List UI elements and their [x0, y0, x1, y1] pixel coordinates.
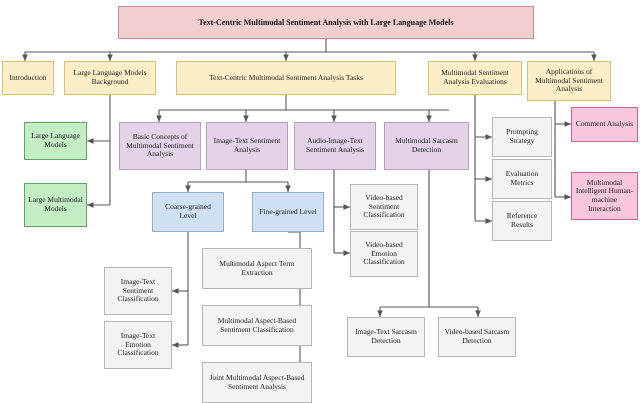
- node-joint-multimodal-aspect-based-sentiment-analysis-label: Joint Multimodal Aspect-Based Sentiment …: [209, 372, 305, 391]
- node-large-multimodal-models-label: Large Multimodal Models: [28, 195, 83, 213]
- node-msa-evaluations-label: Multimodal Sentiment Analysis Evaluation…: [441, 68, 509, 86]
- node-reference-results[interactable]: Reference Results: [492, 201, 552, 241]
- node-audio-image-text-sentiment-analysis[interactable]: Audio-Image-Text Sentiment Analysis: [294, 122, 376, 170]
- node-coarse-grained-level-label: Coarse-grained Level: [165, 202, 211, 220]
- node-video-based-sentiment-classification-label: Video-based Sentiment Classification: [363, 193, 405, 220]
- node-tcmsa-tasks-label: Text-Centric Multimodal Sentiment Analys…: [209, 72, 363, 82]
- node-multimodal-aspect-term-extraction[interactable]: Multimodal Aspect Term Extraction: [202, 248, 312, 289]
- node-video-based-sentiment-classification[interactable]: Video-based Sentiment Classification: [350, 184, 418, 230]
- node-large-multimodal-models[interactable]: Large Multimodal Models: [24, 183, 87, 227]
- node-image-text-sentiment-analysis[interactable]: Image-Text Sentiment Analysis: [206, 122, 288, 170]
- node-multimodal-sarcasm-detection[interactable]: Multimodal Sarcasm Detection: [384, 122, 469, 170]
- node-evaluation-metrics[interactable]: Evaluation Metrics: [492, 159, 552, 199]
- node-prompting-strategy[interactable]: Prompting Strategy: [492, 117, 552, 157]
- node-video-based-sarcasm-detection[interactable]: Video-based Sarcasm Detection: [438, 317, 516, 357]
- node-llm-background-label: Large Language Models Background: [73, 68, 147, 86]
- node-video-based-emotion-classification-label: Video-based Emotion Classification: [363, 240, 405, 267]
- node-multimodal-intelligent-human-machine-interaction[interactable]: Multimodal Intelligent Human-machine Int…: [571, 172, 638, 220]
- node-evaluation-metrics-label: Evaluation Metrics: [505, 169, 539, 187]
- node-image-text-emotion-classification-label: Image-Text Emotion Classification: [117, 331, 159, 358]
- node-reference-results-label: Reference Results: [506, 211, 538, 229]
- node-multimodal-aspect-based-sentiment-classification-label: Multimodal Aspect-Based Sentiment Classi…: [217, 315, 297, 334]
- node-video-based-emotion-classification[interactable]: Video-based Emotion Classification: [350, 231, 418, 277]
- node-msa-applications-label: Applications of Multimodal Sentiment Ana…: [535, 67, 603, 94]
- node-image-text-sentiment-analysis-label: Image-Text Sentiment Analysis: [213, 136, 281, 154]
- diagram-title-label: Text-Centric Multimodal Sentiment Analys…: [198, 17, 454, 27]
- node-audio-image-text-sentiment-analysis-label: Audio-Image-Text Sentiment Analysis: [305, 136, 365, 154]
- node-large-language-models[interactable]: Large Language Models: [24, 122, 87, 160]
- node-basic-concepts[interactable]: Basic Concepts of Multimodal Sentiment A…: [119, 122, 201, 170]
- node-introduction[interactable]: Introduction: [2, 61, 54, 95]
- node-comment-analysis[interactable]: Comment Analysis: [571, 107, 638, 142]
- node-image-text-sarcasm-detection-label: Image-Text Sarcasm Detection: [355, 327, 417, 345]
- node-image-text-sentiment-classification[interactable]: Image-Text Sentiment Classification: [104, 267, 172, 315]
- node-video-based-sarcasm-detection-label: Video-based Sarcasm Detection: [444, 327, 510, 345]
- node-multimodal-sarcasm-detection-label: Multimodal Sarcasm Detection: [395, 136, 458, 154]
- node-image-text-sarcasm-detection[interactable]: Image-Text Sarcasm Detection: [347, 317, 425, 357]
- node-fine-grained-level[interactable]: Fine-grained Level: [252, 192, 324, 232]
- node-image-text-sentiment-classification-label: Image-Text Sentiment Classification: [117, 277, 159, 304]
- node-multimodal-aspect-based-sentiment-classification[interactable]: Multimodal Aspect-Based Sentiment Classi…: [202, 305, 312, 346]
- node-fine-grained-level-label: Fine-grained Level: [259, 206, 317, 216]
- node-coarse-grained-level[interactable]: Coarse-grained Level: [152, 192, 224, 232]
- node-joint-multimodal-aspect-based-sentiment-analysis[interactable]: Joint Multimodal Aspect-Based Sentiment …: [202, 362, 312, 403]
- node-prompting-strategy-label: Prompting Strategy: [506, 127, 538, 145]
- node-image-text-emotion-classification[interactable]: Image-Text Emotion Classification: [104, 321, 172, 369]
- diagram-title-node: Text-Centric Multimodal Sentiment Analys…: [118, 6, 534, 39]
- node-multimodal-intelligent-human-machine-interaction-label: Multimodal Intelligent Human-machine Int…: [575, 177, 634, 213]
- node-msa-applications[interactable]: Applications of Multimodal Sentiment Ana…: [527, 61, 611, 101]
- node-tcmsa-tasks[interactable]: Text-Centric Multimodal Sentiment Analys…: [176, 61, 396, 95]
- node-multimodal-aspect-term-extraction-label: Multimodal Aspect Term Extraction: [219, 258, 295, 277]
- node-comment-analysis-label: Comment Analysis: [575, 119, 634, 129]
- node-llm-background[interactable]: Large Language Models Background: [64, 61, 156, 95]
- node-basic-concepts-label: Basic Concepts of Multimodal Sentiment A…: [126, 132, 194, 159]
- node-msa-evaluations[interactable]: Multimodal Sentiment Analysis Evaluation…: [428, 61, 522, 95]
- node-large-language-models-label: Large Language Models: [31, 131, 80, 149]
- node-introduction-label: Introduction: [9, 72, 47, 82]
